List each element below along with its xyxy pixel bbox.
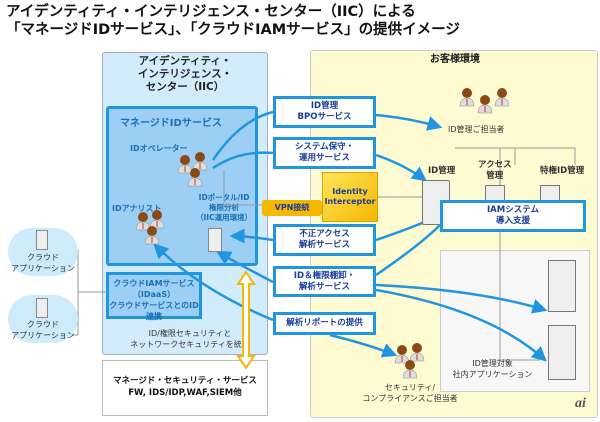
app-server-icon bbox=[548, 260, 576, 312]
internal-apps-label: ID管理対象社内アプリケーション bbox=[452, 359, 533, 379]
vpn-label: VPN接続 bbox=[262, 200, 322, 216]
ai-logo: ai bbox=[575, 396, 586, 411]
integration-label: ID/権限セキュリティとネットワークセキュリティを統合 bbox=[130, 329, 250, 349]
portal-server-icon bbox=[208, 228, 222, 252]
analyst-label: IDアナリスト bbox=[112, 204, 162, 213]
service-report: 解析リポートの提供 bbox=[273, 312, 376, 335]
cloud-app-label: クラウドアプリケーション bbox=[11, 320, 75, 340]
id-mgmt-label: ID管理 bbox=[428, 166, 456, 176]
service-unauthorized-access: 不正アクセス解析サービス bbox=[273, 224, 376, 256]
iam-implementation-support: IAMシステム導入支援 bbox=[440, 200, 586, 232]
analyst-people-icon bbox=[135, 209, 165, 245]
iic-title: アイデンティティ・インテリジェンス・センター（IIC） bbox=[137, 55, 233, 93]
security-people-icon bbox=[394, 342, 425, 379]
service-maintenance: システム保守・運用サービス bbox=[273, 137, 376, 169]
cloud-server-icon bbox=[36, 230, 48, 250]
id-admin-people-icon bbox=[459, 87, 510, 114]
page-title: アイデンティティ・インテリジェンス・センター（IIC）による 「マネージドIDサ… bbox=[6, 4, 460, 38]
managed-title: マネージドIDサービス bbox=[120, 118, 222, 129]
operator-people-icon bbox=[177, 151, 208, 187]
cloud-server-icon bbox=[36, 298, 48, 318]
security-admin-label: セキュリティ/コンプライアンスご担当者 bbox=[362, 383, 458, 403]
priv-id-label: 特権ID管理 bbox=[540, 166, 585, 176]
double-arrow bbox=[236, 270, 256, 370]
app-server-icon bbox=[548, 325, 576, 380]
access-mgmt-label: アクセス管理 bbox=[478, 160, 512, 181]
customer-title: お客様環境 bbox=[430, 54, 480, 65]
cloud-app-label: クラウドアプリケーション bbox=[11, 253, 75, 273]
id-admin-label: ID管理ご担当者 bbox=[448, 125, 505, 134]
operator-label: IDオペレーター bbox=[130, 144, 188, 153]
cloud-iam-service-box: クラウドIAMサービス（IDaaS）クラウドサービスとのID連携 bbox=[106, 272, 202, 321]
service-id-inventory: ID＆権限棚卸・解析サービス bbox=[273, 266, 376, 297]
